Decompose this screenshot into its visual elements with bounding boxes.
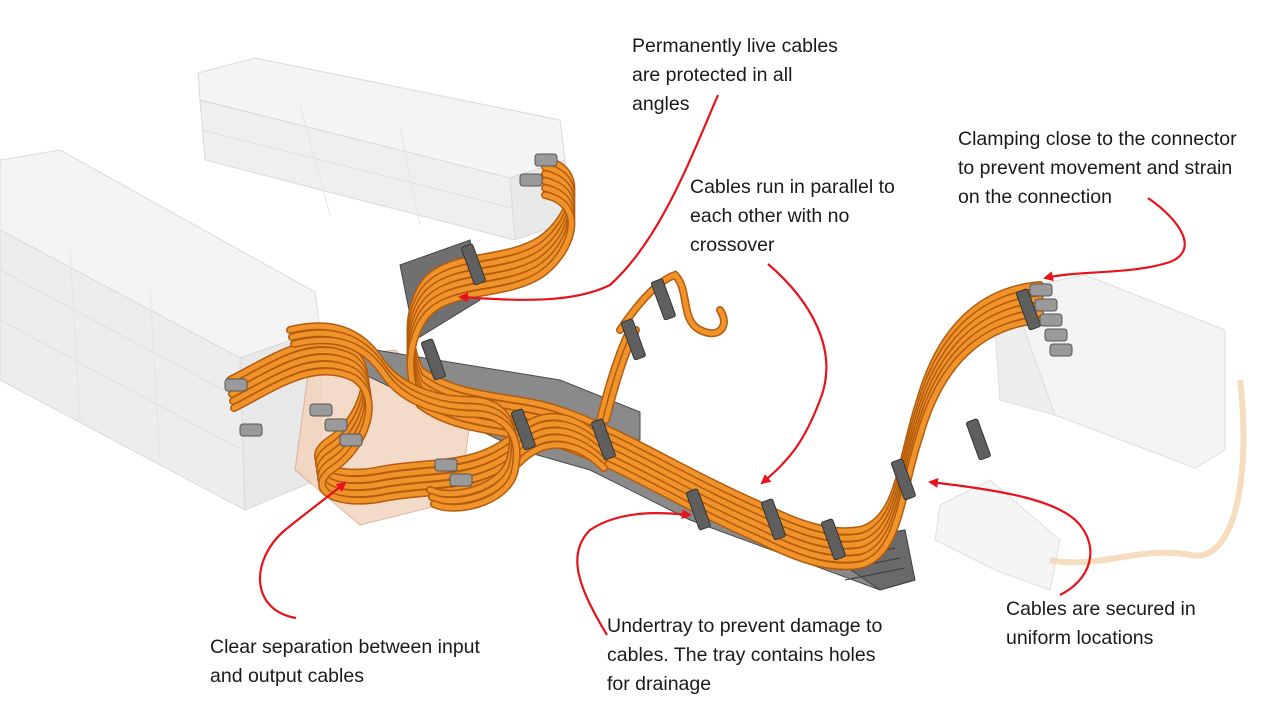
callout-parallel: Cables run in parallel to each other wit…: [690, 173, 895, 260]
connector: [324, 418, 348, 432]
left-battery-module: [0, 149, 323, 511]
callout-line: Cables run in parallel to: [690, 176, 895, 198]
cable-clamp: [891, 458, 916, 501]
cable-clamp: [591, 418, 616, 461]
callout-line: to prevent movement and strain: [958, 157, 1233, 179]
callout-arrows: [259, 94, 1186, 636]
cable-clamp: [461, 243, 486, 286]
connector: [1044, 328, 1068, 342]
connector: [224, 378, 248, 392]
callout-arrow: [1043, 197, 1186, 282]
connector: [1049, 343, 1073, 357]
cable: [289, 330, 518, 504]
cable-clamp: [1016, 288, 1041, 331]
connector: [239, 423, 263, 437]
callout-line: Clear separation between input: [210, 636, 480, 658]
connector: [309, 403, 333, 417]
cable-connectors: [224, 153, 1073, 487]
connector: [1039, 313, 1063, 327]
callout-undertray: Undertray to prevent damage to cables. T…: [607, 612, 882, 699]
callout-line: Undertray to prevent damage to: [607, 615, 883, 637]
callout-line: cables. The tray contains holes: [607, 644, 876, 666]
cable-clamp: [966, 418, 991, 461]
callout-separation: Clear separation between input and outpu…: [210, 633, 480, 691]
callout-line: Cables are secured in: [1006, 598, 1196, 620]
callout-line: and output cables: [210, 665, 364, 687]
callout-arrow: [928, 477, 1092, 596]
callout-line: uniform locations: [1006, 627, 1154, 649]
connector: [339, 433, 363, 447]
callout-line: angles: [632, 93, 690, 115]
callout-line: Permanently live cables: [632, 35, 838, 57]
connector: [449, 473, 473, 487]
connector: [519, 173, 543, 187]
callout-line: Clamping close to the connector: [958, 128, 1237, 150]
cable-clamp: [821, 518, 846, 561]
connector: [534, 153, 558, 167]
callout-clamping: Clamping close to the connector to preve…: [958, 125, 1237, 212]
cable: [291, 337, 520, 511]
cable: [617, 272, 727, 336]
cable-clamp: [511, 408, 536, 451]
lower-right-box: [934, 479, 1061, 591]
callout-arrow: [576, 509, 692, 636]
connector: [434, 458, 458, 472]
callout-secured: Cables are secured in uniform locations: [1006, 595, 1196, 653]
connector: [1034, 298, 1058, 312]
callout-line: are protected in all: [632, 64, 793, 86]
cable-clamp: [421, 338, 446, 381]
coolant-pipe: [1049, 379, 1247, 566]
upper-battery-module: [197, 57, 569, 241]
callout-arrow: [760, 263, 828, 485]
callout-arrow: [259, 481, 347, 620]
callout-line: crossover: [690, 234, 775, 256]
cable: [287, 323, 516, 497]
callout-live-cables: Permanently live cables are protected in…: [632, 32, 838, 119]
callout-arrow: [458, 94, 720, 303]
callout-line: on the connection: [958, 186, 1112, 208]
callout-line: each other with no: [690, 205, 850, 227]
cable-clamp: [621, 318, 646, 361]
cable-clamp: [651, 278, 676, 321]
callout-line: for drainage: [607, 673, 712, 695]
cable-clamp: [761, 498, 786, 541]
cable-clamps: [421, 243, 1041, 561]
cable-clamp: [686, 488, 711, 531]
connector: [1029, 283, 1053, 297]
